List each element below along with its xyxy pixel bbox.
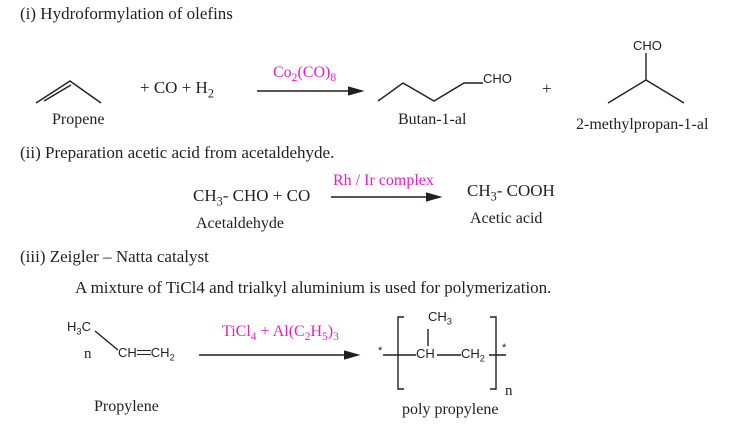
- ch-text: CH: [193, 186, 217, 205]
- section-1-heading: (i) Hydroformylation of olefins: [20, 4, 233, 23]
- methylpropanal-label: 2-methylpropan-1-al: [576, 116, 709, 133]
- ziegler-natta-catalyst: TiCl4 + Al(C2H5)3: [222, 323, 339, 344]
- c-text: C: [81, 319, 91, 334]
- ch-text: CH: [467, 181, 491, 200]
- h5-subscript: 5: [322, 331, 328, 344]
- section-3-heading: (iii) Zeigler – Natta catalyst: [20, 247, 209, 266]
- propene-skeleton: [35, 80, 102, 104]
- ticl-text: TiCl: [222, 323, 251, 340]
- cho-plus-co-text: - CHO + CO: [222, 186, 311, 205]
- ch2-subscript: 2: [479, 353, 485, 364]
- h3c-subscript: 3: [76, 326, 82, 337]
- ch3-subscript: 3: [216, 194, 223, 209]
- double-bond: [136, 349, 151, 358]
- ch2-subscript: 2: [169, 352, 175, 363]
- catalyst-co-text: Co: [273, 64, 292, 81]
- ch2-text: CH: [461, 346, 480, 361]
- reagents-co-h2: + CO + H2: [140, 78, 214, 101]
- plus-sign: +: [542, 79, 552, 98]
- c2-subscript: 2: [304, 331, 311, 344]
- plus-co-h-text: + CO + H: [140, 78, 208, 97]
- acetaldehyde-formula: CH3- CHO + CO: [193, 186, 311, 209]
- polymer-ch: CH: [416, 346, 435, 361]
- h-text: H: [67, 319, 77, 334]
- propene-label: Propene: [52, 111, 105, 128]
- chain-end-star-right: *: [502, 342, 507, 354]
- reaction-arrowhead-3: [343, 350, 361, 360]
- acetaldehyde-label: Acetaldehyde: [196, 215, 284, 232]
- section-2-heading: (ii) Preparation acetic acid from acetal…: [20, 143, 335, 162]
- al3-subscript: 3: [333, 331, 339, 344]
- ch3-pendant: CH3: [428, 309, 452, 327]
- ch-text: CH: [118, 345, 137, 360]
- propylene-methyl-bond: [94, 330, 119, 351]
- paren-text: ): [327, 323, 334, 340]
- reaction-arrowhead-2: [425, 192, 443, 202]
- al-c-text: + Al(C: [256, 323, 305, 340]
- n-coefficient: n: [84, 346, 92, 362]
- reaction-arrowhead-1: [347, 86, 365, 96]
- h2-subscript: 2: [207, 86, 214, 101]
- acetic-acid-formula: CH3- COOH: [467, 181, 555, 204]
- catalyst-sub-2: 2: [291, 72, 298, 85]
- right-bracket: [490, 316, 497, 390]
- polypropylene-label: poly propylene: [402, 401, 499, 418]
- cooh-text: - COOH: [496, 181, 555, 200]
- ticl4-subscript: 4: [250, 331, 257, 344]
- h-text: H: [310, 323, 323, 340]
- cho-label-butanal: CHO: [483, 71, 512, 86]
- ziegler-natta-description: A mixture of TiCl4 and trialkyl aluminiu…: [75, 278, 552, 297]
- rh-ir-catalyst: Rh / Ir complex: [333, 172, 434, 189]
- methylpropanal-skeleton: [607, 79, 685, 104]
- propene-double-bond: [43, 84, 72, 102]
- ch3-subscript: 3: [446, 316, 452, 327]
- ch3-subscript: 3: [490, 189, 497, 204]
- cobalt-carbonyl-catalyst: Co2(CO)8: [273, 64, 337, 85]
- chain-end-star-left: *: [378, 345, 383, 357]
- catalyst-co-paren: (CO): [297, 64, 331, 81]
- butanal-label: Butan-1-al: [398, 111, 467, 128]
- polymer-ch2: CH2: [461, 346, 485, 364]
- propylene-label: Propylene: [94, 398, 159, 415]
- butanal-skeleton: [377, 82, 483, 102]
- cho-label-branched: CHO: [633, 38, 662, 53]
- acetic-acid-label: Acetic acid: [470, 210, 543, 227]
- left-bracket: [397, 316, 404, 390]
- catalyst-sub-8: 8: [330, 72, 337, 85]
- n-repeat-subscript: n: [505, 383, 513, 399]
- h3c-label: H3C: [67, 319, 91, 337]
- ch-text: CH: [428, 309, 447, 324]
- ch2-text: CH: [150, 345, 170, 360]
